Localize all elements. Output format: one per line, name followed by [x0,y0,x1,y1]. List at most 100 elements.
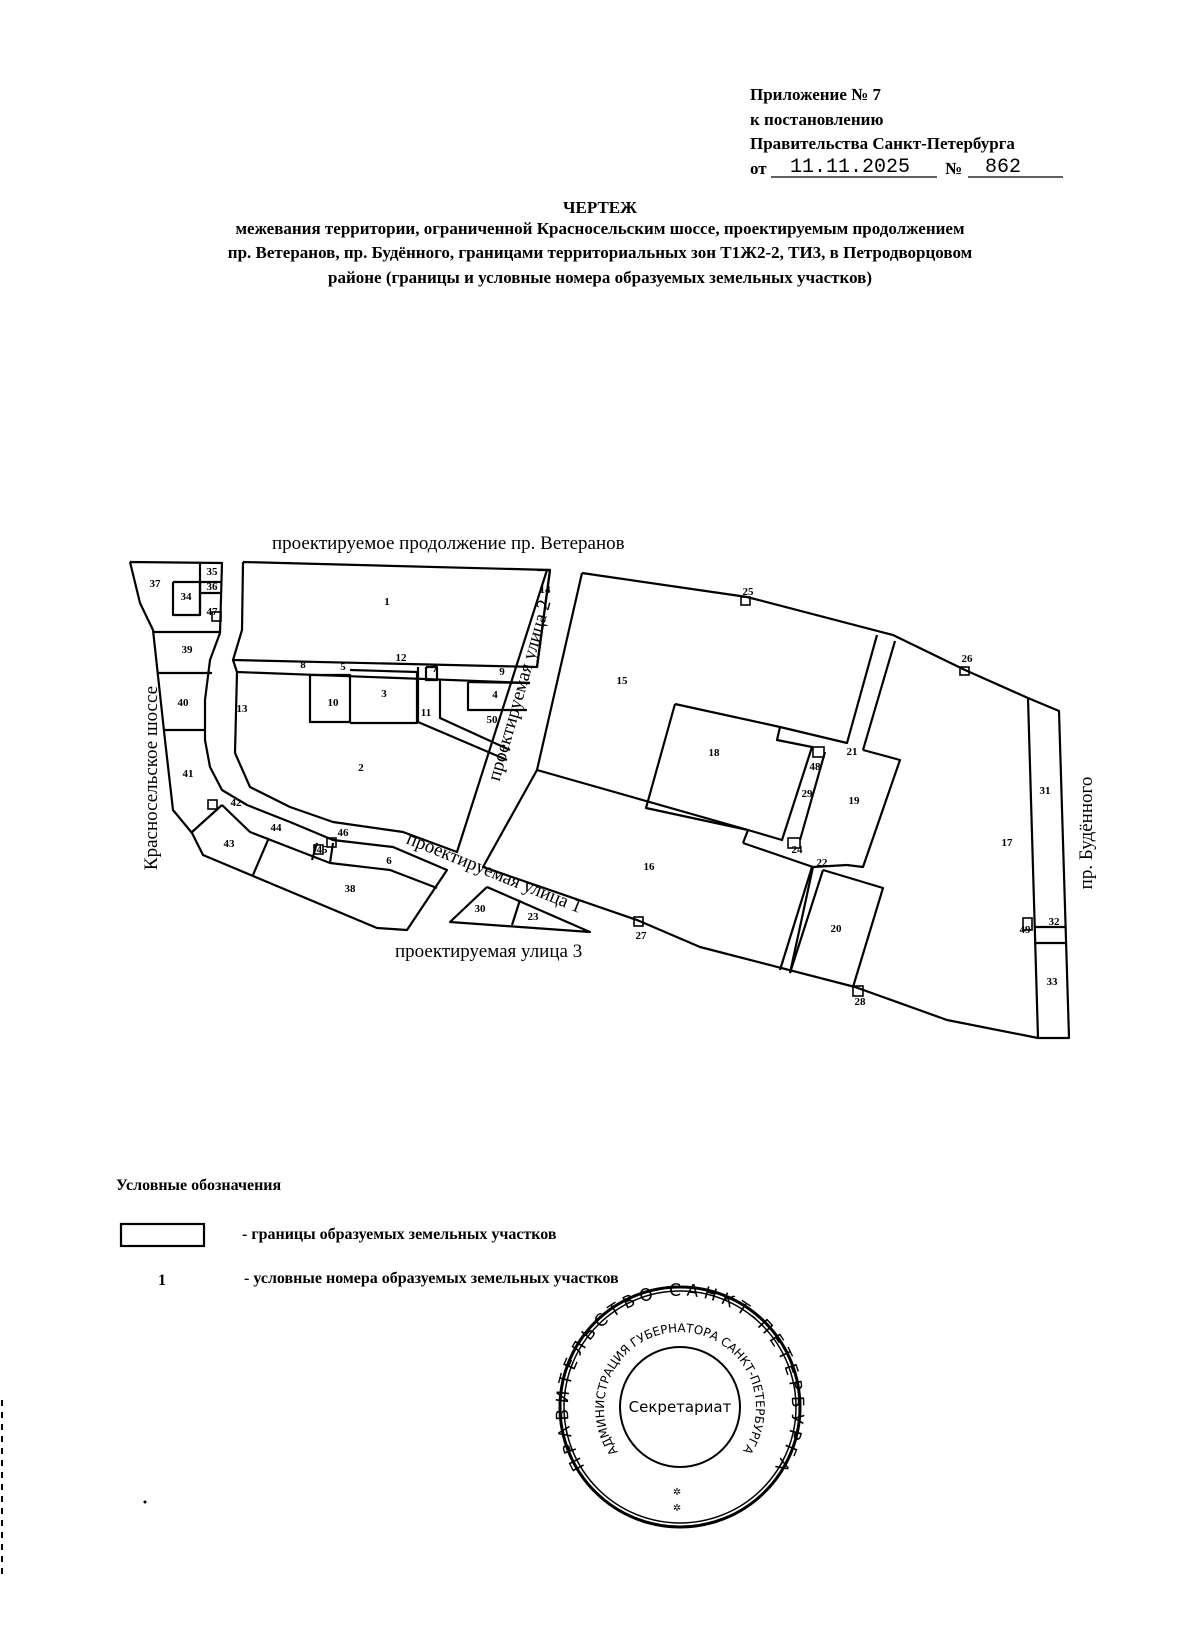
parcel-number-11: 11 [421,707,431,719]
parcel-boundary [779,634,879,745]
appendix-line3: Правительства Санкт-Петербурга [750,134,1015,153]
parcel-number-30: 30 [475,903,487,915]
small-parcel-boundary [313,844,324,855]
seal-star-icon: ✲ [673,1487,681,1498]
appendix-header: Приложение № 7 к постановлению Правитель… [750,85,1063,179]
parcel-boundary [438,680,511,752]
legend: Условные обозначения - границы образуемы… [116,1177,619,1289]
parcel-number-22: 22 [817,857,829,869]
parcel-boundary [251,839,270,876]
parcel-boundaries [128,560,1071,1040]
parcel-boundary [644,702,814,842]
parcel-boundary [798,751,827,841]
small-parcel-boundary [207,799,218,810]
parcel-number-37: 37 [150,578,162,590]
number-prefix: № [945,159,962,178]
legend-boundary-text: - границы образуемых земельных участков [242,1226,557,1243]
street-label-krasnoselskoe: Красносельское шоссе [141,686,162,870]
parcel-number-1: 1 [384,596,390,608]
street-label-veteranov: проектируемое продолжение пр. Ветеранов [272,533,625,554]
parcel-number-7: 7 [432,663,438,675]
parcel-number-49: 49 [1020,924,1032,936]
parcel-number-21: 21 [847,746,858,758]
parcel-boundary [788,869,825,974]
small-parcel-boundary [812,746,825,758]
drawing-title: ЧЕРТЕЖ межевания территории, ограниченно… [228,198,973,287]
seal-star-icon: ✲ [673,1503,681,1514]
legend-number-text: - условные номера образуемых земельных у… [244,1270,619,1287]
parcel-boundary [481,571,1071,1040]
parcel-number-25: 25 [743,586,755,598]
scan-dot [143,1500,147,1504]
parcel-number-17: 17 [1002,837,1014,849]
parcel-boundary [1026,697,1040,1039]
legend-title: Условные обозначения [116,1177,282,1194]
legend-boundary-swatch [119,1222,206,1248]
document-date: 11.11.2025 [790,156,910,179]
parcel-boundary [466,682,527,712]
legend-number-sample: 1 [158,1272,166,1289]
parcel-number-44: 44 [271,822,283,834]
street-label-street1: проектируемая улица 1 [403,828,584,918]
parcel-boundary [846,748,902,869]
small-parcel-boundary [633,916,644,927]
parcel-number-5: 5 [340,661,346,673]
parcel-boundary [861,640,897,751]
parcel-number-48: 48 [810,761,822,773]
street-label-street3: проектируемая улица 3 [395,941,582,962]
seal-text-path: АДМИНИСТРАЦИЯ ГУБЕРНАТОРА САНКТ-ПЕТЕРБУР… [593,1321,767,1458]
parcel-number-34: 34 [181,591,193,603]
parcel-number-27: 27 [636,930,648,942]
parcel-number-16: 16 [644,861,656,873]
parcel-number-42: 42 [231,797,243,809]
official-seal: ПРАВИТЕЛЬСТВО САНКТ-ПЕТЕРБУРГА АДМИНИСТР… [553,1281,807,1529]
small-parcel-boundary [1022,917,1033,931]
parcel-boundary [822,868,885,988]
parcel-number-41: 41 [183,768,194,780]
parcel-number-50: 50 [487,714,499,726]
parcel-number-31: 31 [1040,785,1051,797]
title-line2: пр. Ветеранов, пр. Будённого, границами … [228,243,973,262]
parcel-number-45: 45 [317,844,329,856]
parcel-number-20: 20 [831,923,843,935]
parcel-number-15: 15 [617,675,629,687]
parcel-number-10: 10 [328,697,340,709]
appendix-number: Приложение № 7 [750,85,881,104]
parcel-boundary [221,804,438,890]
parcel-boundary [328,842,335,864]
parcel-number-35: 35 [207,566,219,578]
parcel-boundary [424,665,439,682]
parcel-number-12: 12 [396,652,408,664]
parcel-boundary [535,568,552,668]
small-parcel-boundary [326,837,337,848]
appendix-line2: к постановлению [750,110,883,129]
parcel-boundary [812,863,848,869]
small-parcel-boundary [959,666,970,676]
title-line1: межевания территории, ограниченной Красн… [235,219,965,238]
parcel-number-39: 39 [182,644,194,656]
parcel-number-13: 13 [237,703,249,715]
parcel-boundary [741,829,750,844]
parcel-boundary [233,569,549,854]
parcel-number-32: 32 [1049,916,1061,928]
parcel-number-2: 2 [358,762,364,774]
parcel-boundary [233,671,239,754]
parcel-number-28: 28 [855,996,867,1008]
parcel-boundary [448,885,592,934]
parcel-boundary [128,560,449,932]
street-label-budennogo: пр. Будённого [1076,777,1097,890]
parcel-number-33: 33 [1047,976,1059,988]
parcel-number-18: 18 [709,747,721,759]
parcel-number-29: 29 [802,788,814,800]
small-parcel-boundary [787,837,801,849]
parcel-number-46: 46 [338,827,350,839]
parcel-number-47: 47 [207,606,219,618]
parcel-number-6: 6 [386,855,392,867]
parcel-number-43: 43 [224,838,236,850]
parcel-number-23: 23 [528,911,540,923]
seal-outer-text: ПРАВИТЕЛЬСТВО САНКТ-ПЕТЕРБУРГА [553,1281,807,1480]
parcel-boundary [778,866,814,971]
